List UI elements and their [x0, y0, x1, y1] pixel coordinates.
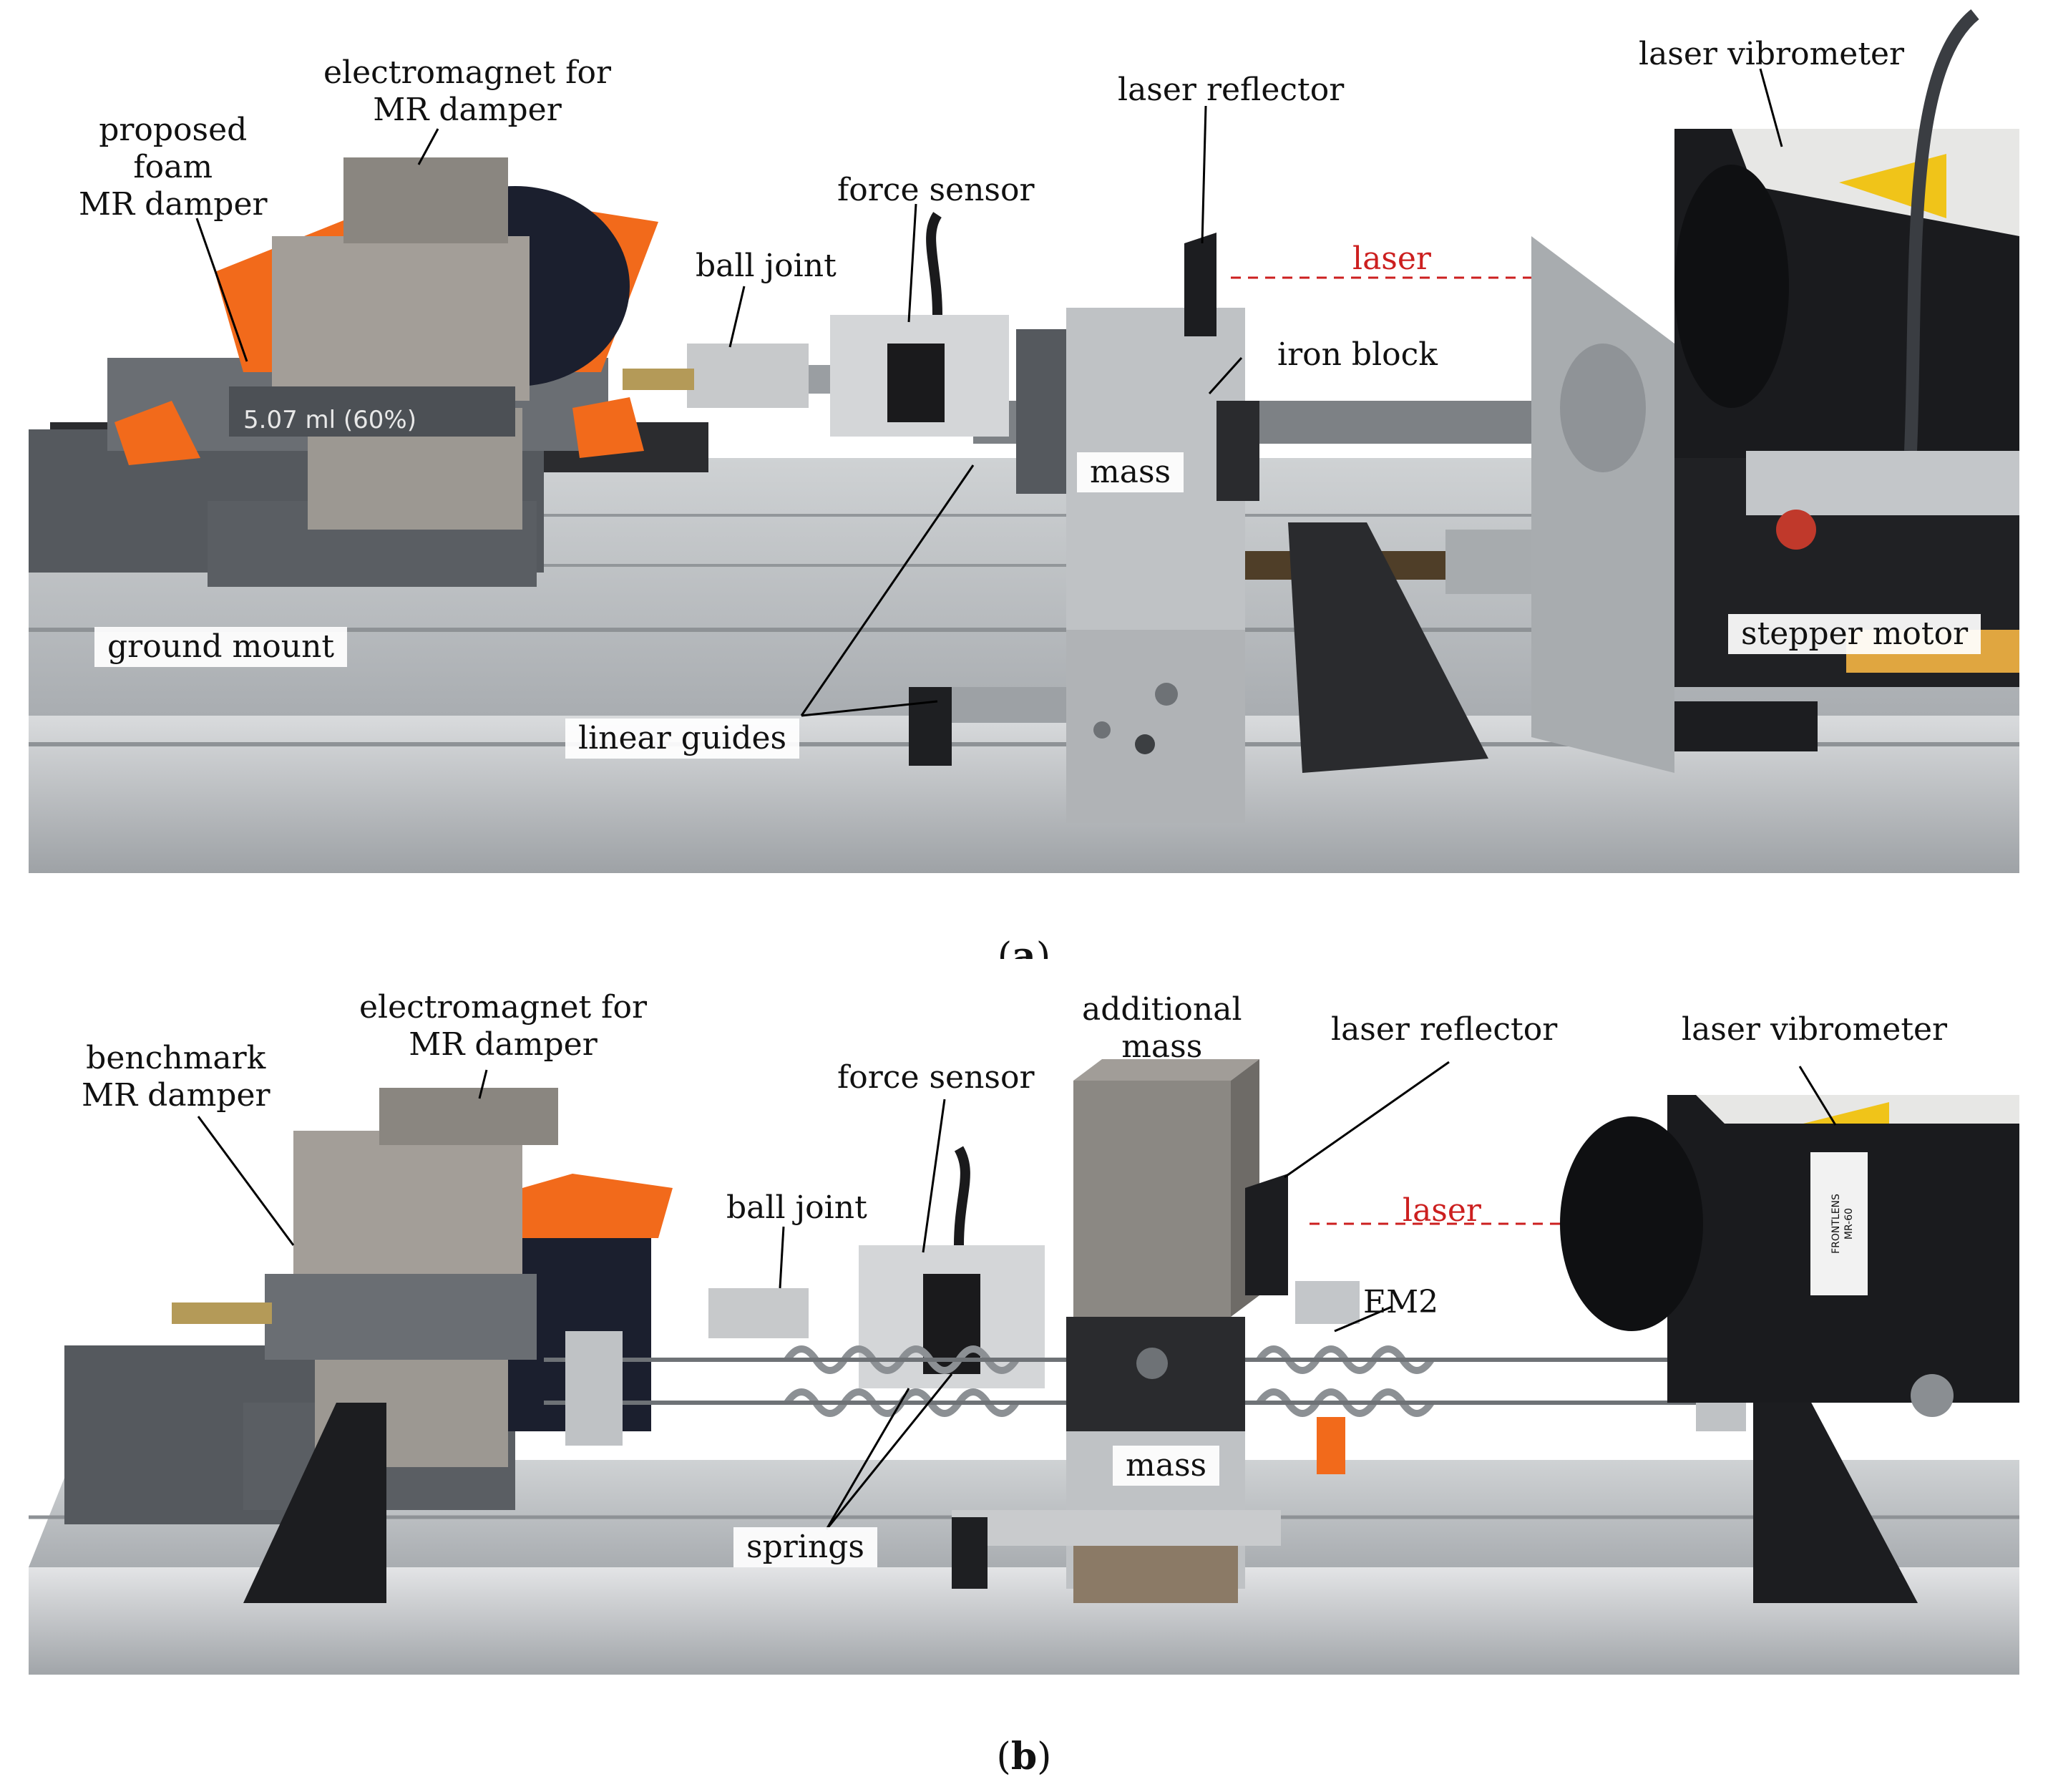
label-force-sensor: force sensor: [837, 1059, 1035, 1096]
label-line: electromagnet for: [359, 989, 647, 1026]
label-benchmark-damper: benchmark MR damper: [82, 1040, 270, 1114]
label-mass: mass: [1077, 452, 1184, 492]
label-line: electromagnet for: [323, 54, 611, 91]
label-laser-reflector: laser reflector: [1118, 72, 1345, 108]
spring-bracket-right: [1753, 1374, 1918, 1603]
caption-b: (b): [996, 1735, 1052, 1778]
label-laser-vibrometer: laser vibrometer: [1682, 1011, 1948, 1048]
vibrometer-marking: FRONTLENS: [1830, 1194, 1842, 1254]
label-laser: laser: [1352, 240, 1431, 277]
additional-mass: [1073, 1081, 1231, 1317]
gray-block: [1016, 329, 1073, 494]
label-line: MR damper: [409, 1026, 598, 1063]
label-electromagnet: electromagnet for MR damper: [323, 54, 611, 129]
label-springs: springs: [733, 1527, 877, 1567]
caption-b-letter: b: [1010, 1735, 1038, 1778]
label-laser-reflector: laser reflector: [1331, 1011, 1558, 1048]
label-em2: EM2: [1363, 1284, 1439, 1320]
spring-bracket-left: [243, 1403, 386, 1603]
leader-lines-a: [195, 68, 1783, 717]
label-force-sensor: force sensor: [837, 172, 1035, 208]
label-ball-joint: ball joint: [726, 1189, 867, 1226]
label-line: foam: [133, 148, 213, 185]
panel-a: 5.07 ml (60%): [29, 0, 2019, 873]
label-mass: mass: [1113, 1446, 1220, 1486]
vibrometer-lens: [1674, 165, 1789, 408]
laser-reflector: [1184, 233, 1216, 336]
electromagnet-core: [272, 236, 530, 401]
label-laser-vibrometer: laser vibrometer: [1639, 36, 1905, 72]
label-linear-guides: linear guides: [565, 719, 800, 759]
laser-reflector: [1245, 1174, 1288, 1295]
linear-guide-carriage: [909, 687, 952, 766]
label-line: MR damper: [79, 185, 268, 223]
panel-b: FRONTLENS MR-60 benchmark MR damper elec…: [29, 959, 2019, 1675]
label-line: benchmark: [86, 1040, 266, 1076]
benchmark-damper-body: [265, 1274, 537, 1360]
motor-bracket: [1288, 522, 1488, 773]
label-ball-joint: ball joint: [696, 248, 837, 284]
label-stepper-motor: stepper motor: [1728, 614, 1981, 654]
label-line: mass: [1121, 1028, 1203, 1065]
vibrometer-lens: [1560, 1116, 1703, 1331]
label-line: MR damper: [82, 1076, 270, 1114]
panel-b-photo: FRONTLENS MR-60: [29, 959, 2019, 1675]
panel-a-photo: 5.07 ml (60%): [29, 0, 2019, 873]
label-additional-mass: additional mass: [1082, 991, 1242, 1066]
label-line: MR damper: [373, 91, 562, 128]
em2-block: [1295, 1281, 1360, 1324]
label-iron-block: iron block: [1277, 336, 1438, 373]
label-line: proposed: [99, 112, 248, 148]
ball-joint: [708, 1288, 809, 1338]
label-electromagnet: electromagnet for MR damper: [359, 989, 647, 1063]
electromagnet-core: [293, 1131, 522, 1288]
linear-guide-carriage: [952, 1517, 988, 1589]
leader-lines-b: [197, 1061, 1837, 1530]
motor-mount-plate: [1531, 236, 1674, 773]
label-line: additional: [1082, 991, 1242, 1028]
vibrometer-marking: MR-60: [1843, 1208, 1855, 1240]
ball-joint: [687, 344, 809, 408]
label-laser: laser: [1403, 1192, 1481, 1229]
label-proposed-damper: proposed foam MR damper: [79, 112, 268, 223]
damper-marking: 5.07 ml (60%): [243, 406, 416, 434]
label-ground-mount: ground mount: [94, 627, 348, 667]
